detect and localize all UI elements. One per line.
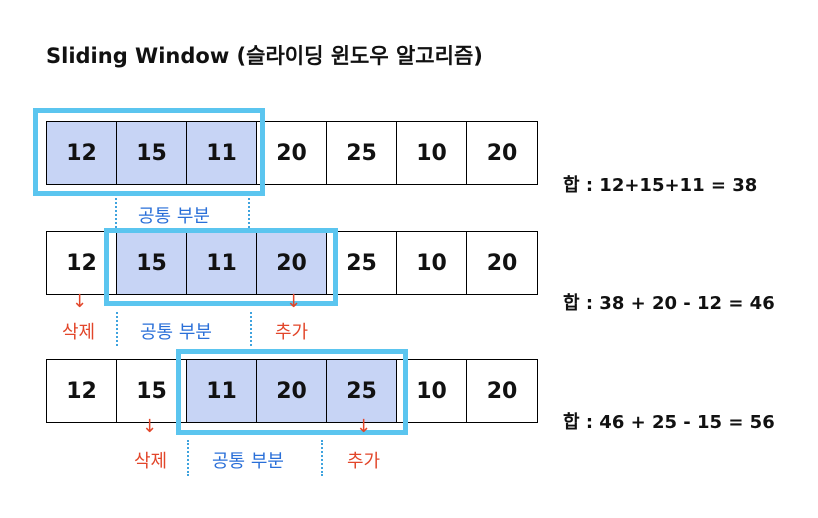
down-arrow-icon: ↓ — [72, 291, 88, 312]
array-cell: 11 — [187, 122, 257, 184]
array-cell: 11 — [187, 360, 257, 422]
array-cell: 15 — [117, 232, 187, 294]
array-cell: 12 — [47, 232, 117, 294]
common-part-label-2: 공통 부분 — [140, 322, 212, 343]
sliding-window-frame-2 — [104, 228, 338, 306]
array-cell: 20 — [257, 232, 327, 294]
array-cell: 25 — [327, 122, 397, 184]
array-cell: 10 — [397, 232, 467, 294]
array-cell: 25 — [327, 360, 397, 422]
common-part-label-3: 공통 부분 — [212, 451, 284, 472]
common-boundary-left-3 — [187, 440, 189, 476]
sliding-window-frame-1 — [33, 108, 265, 196]
sliding-window-frame-3 — [176, 349, 408, 435]
add-label-2: 추가 — [275, 322, 309, 343]
delete-label-2: 삭제 — [62, 322, 96, 343]
array-cell: 15 — [117, 122, 187, 184]
array-cell: 15 — [117, 360, 187, 422]
common-boundary-left-2 — [116, 312, 118, 346]
common-boundary-left-1 — [115, 198, 117, 228]
down-arrow-icon: ↓ — [356, 416, 372, 437]
array-cell: 20 — [486, 378, 518, 404]
array-cell: 25 — [327, 232, 397, 294]
common-part-label-1: 공통 부분 — [138, 206, 210, 227]
diagram-title: Sliding Window (슬라이딩 윈도우 알고리즘) — [46, 44, 483, 68]
array-cell: 10 — [397, 122, 467, 184]
array-cell: 20 — [486, 140, 518, 166]
common-boundary-right-1 — [248, 198, 250, 228]
array-cell: 11 — [187, 232, 257, 294]
common-boundary-right-2 — [250, 312, 252, 346]
delete-label-3: 삭제 — [134, 451, 168, 472]
sum-text-3: 합 : 46 + 25 - 15 = 56 — [563, 412, 775, 433]
common-boundary-right-3 — [321, 440, 323, 476]
array-cell: 20 — [486, 250, 518, 276]
array-row-1: 12 15 11 20 25 10 20 — [46, 121, 538, 185]
array-row-3: 12 15 11 20 25 10 20 — [46, 359, 538, 423]
array-cell: 20 — [257, 122, 327, 184]
array-cell: 12 — [47, 122, 117, 184]
array-cell: 12 — [47, 360, 117, 422]
sum-text-2: 합 : 38 + 20 - 12 = 46 — [563, 293, 775, 314]
sum-text-1: 합 : 12+15+11 = 38 — [563, 175, 758, 196]
down-arrow-icon: ↓ — [286, 291, 302, 312]
array-cell: 10 — [397, 360, 467, 422]
add-label-3: 추가 — [347, 451, 381, 472]
array-cell: 20 — [257, 360, 327, 422]
down-arrow-icon: ↓ — [142, 416, 158, 437]
